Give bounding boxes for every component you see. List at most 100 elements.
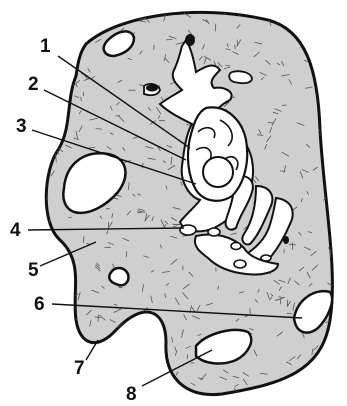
texture-dash (331, 140, 336, 141)
texture-dash (83, 11, 90, 15)
texture-dash (325, 11, 328, 15)
texture-dash (166, 39, 172, 40)
texture-dash (108, 379, 110, 384)
texture-dash (97, 386, 103, 391)
texture-dash (330, 71, 331, 75)
texture-dash (41, 180, 42, 185)
label-5: 5 (28, 260, 39, 281)
texture-dash (324, 135, 327, 139)
texture-dash (201, 396, 204, 403)
texture-dash (96, 129, 102, 130)
texture-dash (332, 173, 335, 175)
texture-dash (332, 121, 336, 122)
texture-dash (66, 93, 69, 95)
texture-dash (334, 22, 339, 25)
texture-dash (315, 21, 317, 25)
texture-dash (44, 22, 46, 29)
label-2: 2 (28, 74, 39, 95)
granule-top (185, 34, 195, 46)
texture-dash (60, 33, 62, 38)
texture-dash (155, 351, 159, 356)
texture-dash (320, 11, 321, 15)
texture-dash (322, 359, 325, 366)
texture-dash (93, 374, 96, 378)
texture-dash (65, 300, 68, 303)
texture-dash (275, 384, 280, 386)
texture-dash (81, 16, 87, 21)
nucleolus (203, 157, 233, 187)
texture-dash (112, 380, 117, 385)
texture-dash (119, 381, 122, 384)
texture-dash (292, 382, 294, 387)
texture-dash (49, 85, 52, 87)
texture-dash (334, 261, 335, 266)
texture-dash (148, 370, 153, 375)
texture-dash (334, 286, 337, 290)
texture-dash (65, 323, 68, 329)
texture-dash (45, 131, 46, 134)
texture-dash (280, 299, 281, 304)
texture-dash (45, 26, 53, 28)
texture-dash (122, 385, 123, 389)
texture-dash (63, 385, 68, 387)
texture-dash (258, 135, 263, 136)
texture-dash (180, 392, 184, 393)
texture-dash (61, 73, 67, 75)
texture-dash (274, 16, 278, 19)
texture-dash (75, 15, 80, 20)
texture-dash (57, 292, 63, 294)
texture-dash (306, 380, 309, 387)
texture-dash (154, 326, 158, 327)
vesicle-4b (208, 228, 220, 236)
texture-dash (132, 320, 137, 324)
texture-dash (332, 79, 335, 80)
texture-dash (336, 14, 341, 19)
texture-dash (330, 358, 333, 361)
texture-dash (223, 397, 227, 400)
texture-dash (63, 53, 66, 55)
texture-dash (142, 353, 145, 356)
texture-dash (55, 248, 60, 250)
texture-dash (42, 207, 45, 211)
texture-dash (41, 244, 42, 248)
texture-dash (47, 334, 51, 340)
texture-dash (327, 137, 328, 142)
texture-dash (86, 348, 87, 353)
texture-dash (70, 340, 76, 344)
texture-dash (287, 394, 295, 395)
granule-left (146, 85, 158, 92)
texture-dash (62, 288, 65, 291)
texture-dash (328, 340, 332, 342)
texture-dash (46, 143, 51, 145)
texture-dash (332, 138, 335, 139)
texture-dash (42, 143, 44, 146)
texture-dash (134, 329, 135, 335)
texture-dash (115, 356, 118, 358)
texture-dash (55, 11, 58, 13)
texture-dash (45, 230, 49, 235)
texture-dash (329, 42, 332, 44)
texture-dash (317, 30, 319, 34)
texture-dash (91, 394, 92, 398)
texture-dash (119, 376, 122, 378)
texture-dash (63, 354, 66, 355)
texture-dash (304, 28, 306, 32)
texture-dash (37, 235, 42, 239)
texture-dash (332, 177, 338, 178)
texture-dash (329, 153, 334, 159)
vacuole-small-left (109, 268, 128, 285)
texture-dash (44, 106, 48, 108)
texture-dash (235, 45, 236, 49)
texture-dash (40, 392, 42, 396)
texture-dash (340, 96, 342, 101)
texture-dash (81, 97, 82, 100)
texture-dash (85, 30, 93, 32)
texture-dash (46, 144, 47, 149)
label-7: 7 (74, 358, 85, 379)
vesicle-top-right (229, 71, 252, 83)
texture-dash (98, 376, 100, 383)
texture-dash (64, 39, 67, 41)
texture-dash (91, 25, 94, 26)
